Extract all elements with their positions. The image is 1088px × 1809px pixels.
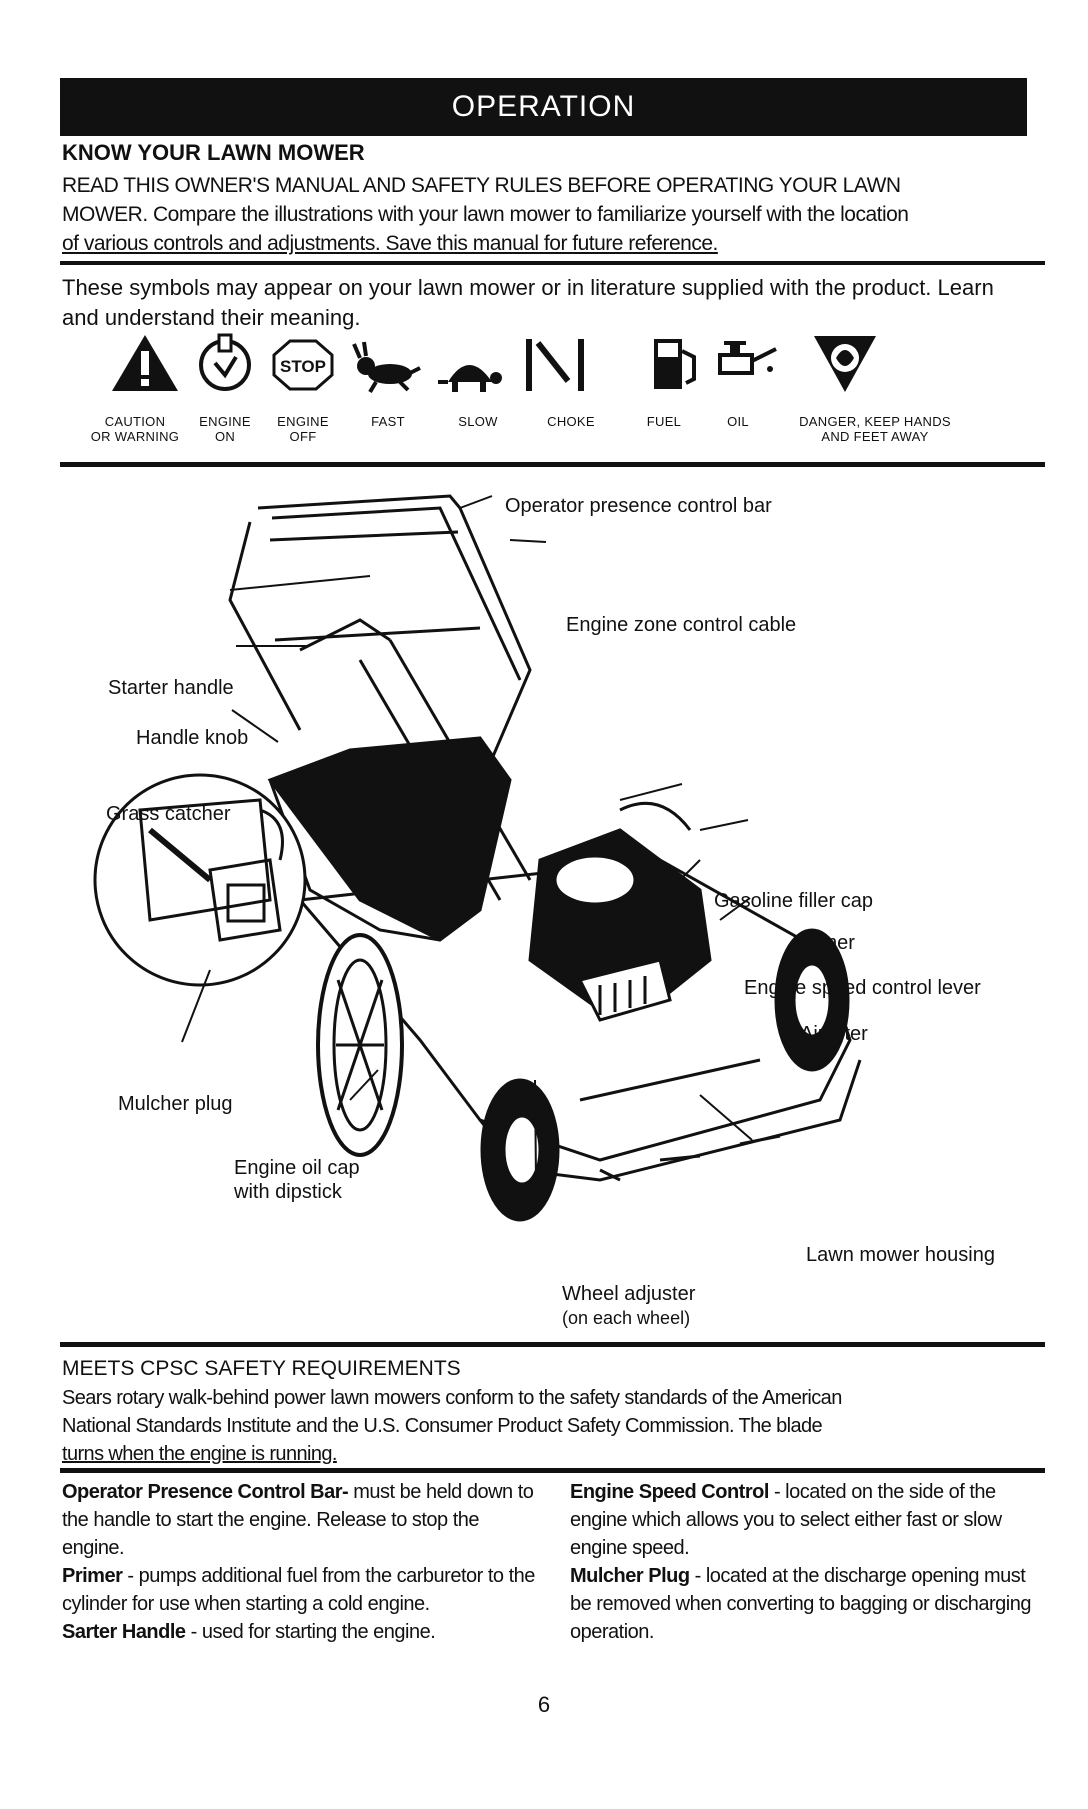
lawn-mower-illustration [93, 494, 862, 1222]
definition-item: Sarter Handle - used for starting the en… [62, 1621, 436, 1643]
callout-air-filter: Air filter [800, 1023, 868, 1045]
danger-keep-hands-away-icon [810, 332, 880, 392]
intro-line: of various controls and adjustments. Sav… [62, 232, 718, 255]
engine-off-icon: STOP [268, 333, 338, 393]
callout-engine-speed-control-lever: Engine speed control lever [744, 977, 981, 999]
intro-line: READ THIS OWNER'S MANUAL AND SAFETY RULE… [62, 174, 901, 197]
definitions-left-column: Operator Presence Control Bar- must be h… [62, 1478, 542, 1646]
choke-icon [520, 333, 590, 393]
section-banner: OPERATION [60, 78, 1027, 136]
caution-icon [110, 333, 180, 393]
symbol-label: FAST [371, 414, 405, 429]
definition-item: Primer - pumps additional fuel from the … [62, 1565, 535, 1615]
definitions-right-column: Engine Speed Control - located on the si… [570, 1478, 1050, 1646]
intro-line: MOWER. Compare the illustrations with yo… [62, 203, 909, 226]
divider [60, 261, 1045, 265]
cpsc-paragraph: Sears rotary walk-behind power lawn mowe… [62, 1384, 1052, 1468]
callout-engine-zone-control-cable: Engine zone control cable [566, 614, 797, 636]
callout-mulcher-plug: Mulcher plug [118, 1093, 233, 1115]
cpsc-line: National Standards Institute and the U.S… [62, 1415, 823, 1437]
definition-item: Engine Speed Control - located on the si… [570, 1481, 1002, 1559]
page-number: 6 [537, 1692, 551, 1717]
callout-grass-catcher: Grass catcher [106, 803, 231, 825]
symbol-label: OIL [727, 414, 749, 429]
callout-wheel-adjuster: Wheel adjuster(on each wheel) [562, 1283, 696, 1328]
cpsc-line: Sears rotary walk-behind power lawn mowe… [62, 1387, 842, 1409]
definition-item: Operator Presence Control Bar- must be h… [62, 1481, 534, 1559]
stop-text: STOP [280, 357, 326, 376]
cpsc-line: turns when the engine is running. [62, 1443, 337, 1465]
symbol-label: CHOKE [547, 414, 595, 429]
definition-item: Mulcher Plug - located at the discharge … [570, 1565, 1031, 1643]
section-title: KNOW YOUR LAWN MOWER [62, 140, 365, 165]
callout-primer: Primer [796, 932, 855, 954]
callout-operator-presence-control-bar: Operator presence control bar [505, 495, 772, 517]
divider [60, 1468, 1045, 1473]
intro-paragraph: READ THIS OWNER'S MANUAL AND SAFETY RULE… [62, 171, 1052, 258]
divider [60, 1342, 1045, 1347]
cpsc-title: MEETS CPSC SAFETY REQUIREMENTS [62, 1357, 461, 1380]
divider [60, 462, 1045, 467]
callout-gasoline-filler-cap: Gasoline filler cap [714, 890, 873, 912]
symbol-label: SLOW [458, 414, 498, 429]
callout-starter-handle: Starter handle [108, 677, 234, 699]
symbol-label: FUEL [646, 414, 682, 429]
callout-handle-knob: Handle knob [136, 727, 249, 749]
callout-lawn-mower-housing: Lawn mower housing [806, 1244, 995, 1266]
symbols-intro: These symbols may appear on your lawn mo… [62, 275, 994, 330]
slow-turtle-icon [434, 342, 504, 402]
fast-rabbit-icon [352, 338, 422, 398]
engine-on-icon [190, 333, 260, 393]
oil-can-icon [710, 333, 780, 393]
fuel-pump-icon [640, 333, 710, 393]
